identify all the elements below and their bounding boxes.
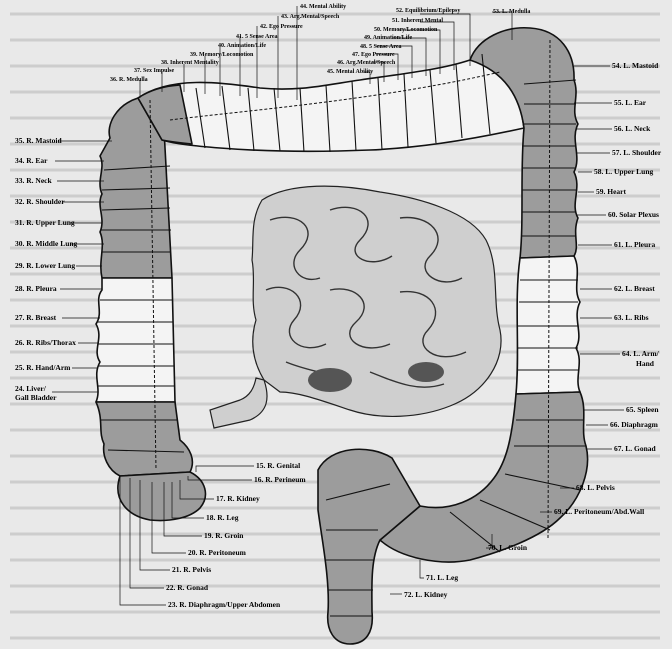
label-50: 50. Memory/Locomotion bbox=[374, 27, 438, 33]
label-29: 29. R. Lower Lung bbox=[15, 261, 75, 270]
label-52: 52. Equilibrium/Epilepsy bbox=[396, 8, 460, 14]
label-70: 70. L. Groin bbox=[488, 543, 528, 552]
label-26: 26. R. Ribs/Thorax bbox=[15, 338, 76, 347]
label-72: 72. L. Kidney bbox=[404, 590, 448, 599]
label-37: 37. Sex Impulse bbox=[134, 68, 175, 74]
terminal-ileum bbox=[210, 378, 267, 428]
label-38: 38. Inherent Mentality bbox=[161, 60, 219, 66]
label-68: 68. L. Pelvis bbox=[576, 483, 615, 492]
label-32: 32. R. Shoulder bbox=[15, 197, 65, 206]
label-67: 67. L. Gonad bbox=[614, 444, 657, 453]
label-44: 44. Mental Ability bbox=[300, 4, 346, 10]
label-69: 69. L. Peritoneum/Abd.Wall bbox=[554, 507, 644, 516]
label-40: 40. Animation/Life bbox=[218, 43, 266, 49]
label-42: 42. Ego Pressure bbox=[260, 24, 303, 30]
label-23: 23. R. Diaphragm/Upper Abdomen bbox=[168, 600, 281, 609]
label-66: 66. Diaphragm bbox=[610, 420, 659, 429]
label-64: 64. L. Arm/ bbox=[622, 349, 660, 358]
descending-colon-upper bbox=[470, 28, 578, 258]
descending-colon-lower bbox=[380, 392, 588, 562]
label-60: 60. Solar Plexus bbox=[608, 210, 659, 219]
label-28: 28. R. Pleura bbox=[15, 284, 57, 293]
cecum bbox=[118, 472, 206, 521]
label-56: 56. L. Neck bbox=[614, 124, 651, 133]
label-21: 21. R. Pelvis bbox=[172, 565, 211, 574]
label-27: 27. R. Breast bbox=[15, 313, 57, 322]
label-51: 51. Inherent Mental bbox=[392, 18, 443, 24]
label-24-cont: Gall Bladder bbox=[15, 393, 57, 402]
label-65: 65. Spleen bbox=[626, 405, 659, 414]
label-58: 58. L. Upper Lung bbox=[594, 167, 654, 176]
label-36: 36. R. Medulla bbox=[110, 77, 148, 83]
ascending-colon-middle bbox=[96, 278, 175, 402]
label-63: 63. L. Ribs bbox=[614, 313, 649, 322]
label-15: 15. R. Genital bbox=[256, 461, 300, 470]
label-54: 54. L. Mastoid bbox=[612, 61, 659, 70]
label-30: 30. R. Middle Lung bbox=[15, 239, 78, 248]
label-64-cont: Hand bbox=[636, 359, 655, 368]
label-35: 35. R. Mastoid bbox=[15, 136, 62, 145]
ascending-colon-lower bbox=[96, 402, 192, 476]
label-61: 61. L. Pleura bbox=[614, 240, 655, 249]
label-16: 16. R. Perineum bbox=[254, 475, 306, 484]
label-22: 22. R. Gonad bbox=[166, 583, 209, 592]
label-24: 24. Liver/ bbox=[15, 384, 47, 393]
label-41: 41. 5 Sense Area bbox=[236, 34, 278, 40]
label-48: 48. 5 Sense Area bbox=[360, 44, 402, 50]
label-55: 55. L. Ear bbox=[614, 98, 647, 107]
label-18: 18. R. Leg bbox=[206, 513, 239, 522]
label-34: 34. R. Ear bbox=[15, 156, 48, 165]
label-39: 39. Memory/Locomotion bbox=[190, 52, 254, 58]
label-25: 25. R. Hand/Arm bbox=[15, 363, 71, 372]
descending-colon-middle bbox=[516, 256, 580, 394]
label-45: 45. Mental Ability bbox=[327, 69, 373, 75]
left-label-group: 35. R. Mastoid 34. R. Ear 33. R. Neck 32… bbox=[15, 136, 78, 402]
label-71: 71. L. Leg bbox=[426, 573, 458, 582]
label-49: 49. Animation/Life bbox=[364, 35, 412, 41]
label-53: 53. L. Medulla bbox=[493, 9, 530, 15]
small-intestine bbox=[210, 186, 501, 428]
label-43: 43. Arg.Mental/Speech bbox=[281, 14, 340, 20]
label-47: 47. Ego Pressure bbox=[352, 52, 395, 58]
label-19: 19. R. Groin bbox=[204, 531, 244, 540]
label-59: 59. Heart bbox=[596, 187, 626, 196]
label-31: 31. R. Upper Lung bbox=[15, 218, 75, 227]
label-33: 33. R. Neck bbox=[15, 176, 52, 185]
label-20: 20. R. Peritoneum bbox=[188, 548, 247, 557]
label-57: 57. L. Shoulder bbox=[612, 148, 662, 157]
label-62: 62. L. Breast bbox=[614, 284, 655, 293]
label-17: 17. R. Kidney bbox=[216, 494, 260, 503]
label-46: 46. Arg.Mental/Speech bbox=[337, 60, 396, 66]
